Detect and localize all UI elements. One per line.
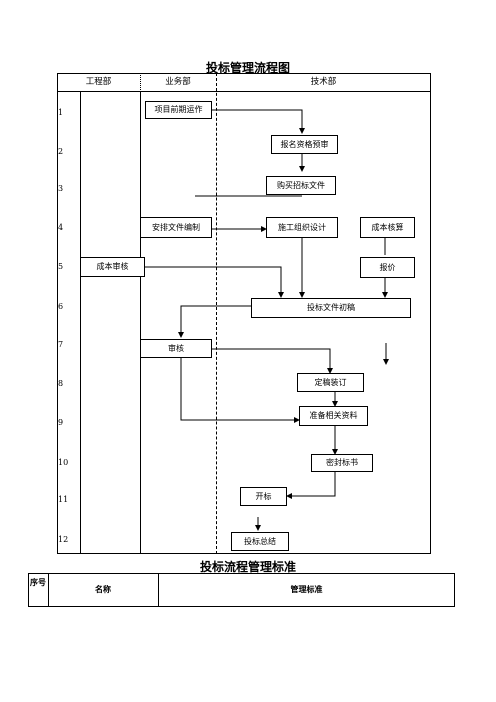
row-number: 6 xyxy=(58,302,64,311)
column-header-business: 业务部 xyxy=(165,77,191,87)
column-header-technical: 技术部 xyxy=(310,77,337,87)
column-header-name: 名称 xyxy=(95,585,111,594)
lane-line-2 xyxy=(140,91,141,554)
row-number: 2 xyxy=(58,147,64,156)
step-registration-prequalification: 报名资格预审 xyxy=(271,135,338,154)
row-number: 1 xyxy=(58,108,64,117)
step-tender-draft: 投标文件初稿 xyxy=(251,298,411,318)
arrow-s6-s7 xyxy=(178,305,251,338)
flow-title: 投标管理流程图 xyxy=(205,61,290,75)
flow-chart-frame xyxy=(57,73,431,554)
row-number: 10 xyxy=(58,458,69,467)
table-divider-2 xyxy=(158,573,159,607)
row-number: 11 xyxy=(58,495,69,504)
row-number: 4 xyxy=(58,223,64,232)
column-header-seq: 序号 xyxy=(30,578,46,587)
standard-title: 投标流程管理标准 xyxy=(199,560,296,574)
step-quotation: 报价 xyxy=(360,257,415,278)
standard-table xyxy=(28,573,455,607)
column-header-engineering: 工程部 xyxy=(85,77,112,87)
lane-line-1 xyxy=(80,91,81,554)
arrow-s5a-s6 xyxy=(145,266,284,298)
step-cost-review: 成本审核 xyxy=(80,257,145,277)
step-construction-organization-design: 施工组织设计 xyxy=(266,217,338,238)
step-purchase-tender-documents: 购买招标文件 xyxy=(266,176,336,195)
arrow-s1-s2 xyxy=(212,109,305,134)
arrow-s7-s9 xyxy=(180,358,300,423)
row-number: 12 xyxy=(58,535,69,544)
step-seal-tender: 密封标书 xyxy=(311,454,373,472)
column-header-standard: 管理标准 xyxy=(290,585,323,594)
row-number: 8 xyxy=(58,379,64,388)
step-project-preparation: 项目前期运作 xyxy=(145,101,212,119)
col-divider-2 xyxy=(216,73,217,554)
step-arrange-document-preparation: 安排文件编制 xyxy=(140,217,212,238)
arrow-s10-s11 xyxy=(286,472,336,499)
row-number: 5 xyxy=(58,262,64,271)
step-prepare-materials: 准备相关资料 xyxy=(299,406,368,426)
step-finalize-bind: 定稿装订 xyxy=(297,373,364,392)
table-divider-1 xyxy=(48,573,49,607)
header-divider xyxy=(57,91,431,92)
row-number: 7 xyxy=(58,340,64,349)
step-review: 审核 xyxy=(140,339,212,358)
step-cost-accounting: 成本核算 xyxy=(360,217,415,238)
step-tender-summary: 投标总结 xyxy=(231,532,289,551)
row-number: 3 xyxy=(58,184,64,193)
step-bid-opening: 开标 xyxy=(240,487,287,506)
arrow-s7-s8 xyxy=(212,348,333,374)
row-number: 9 xyxy=(58,418,64,427)
